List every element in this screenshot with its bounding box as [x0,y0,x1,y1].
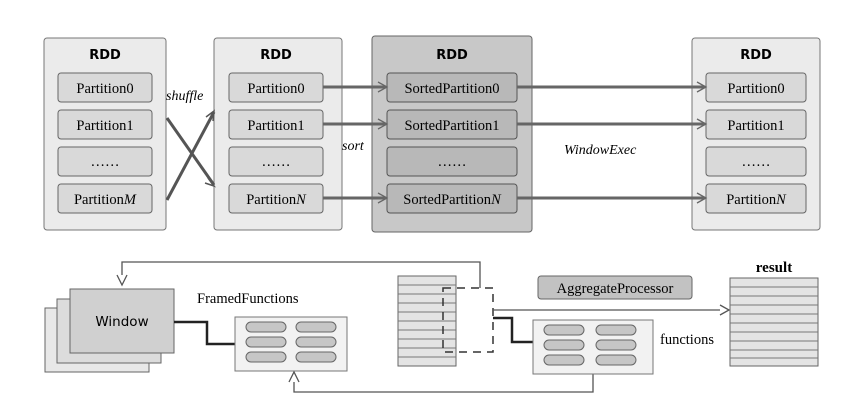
sorted-partition-ellipsis: …… [386,146,518,177]
partition-index: 0 [297,81,304,97]
svg-text:PartitionN: PartitionN [726,192,787,208]
partition-ellipsis: …… [228,146,324,177]
functions-label: functions [660,332,714,348]
partition-label: Partition [727,81,778,97]
partition-label: SortedPartition [403,192,492,208]
partition-label: Partition [76,118,127,134]
rdd-block-output: RDD Partition0 Partition1 …… PartitionN [691,37,821,231]
svg-text:SortedPartition1: SortedPartition1 [404,118,499,134]
rdd-block-shuffled: RDD Partition0 Partition1 …… PartitionN [213,37,343,231]
ellipsis-label: …… [742,154,771,170]
svg-text:Partition0: Partition0 [727,81,784,97]
partition-0: Partition0 [228,72,324,103]
partition-m: PartitionM [57,183,153,214]
framed-functions-label: FramedFunctions [197,291,299,307]
svg-text:SortedPartitionN: SortedPartitionN [403,192,502,208]
window-exec-arrows: WindowExec [517,81,708,204]
partition-label: Partition [74,192,125,208]
result-table: result [729,260,819,367]
svg-text:PartitionN: PartitionN [246,192,307,208]
partition-n: PartitionN [705,183,807,214]
result-arrow [493,304,731,316]
partition-index: N [295,192,307,208]
partition-1: Partition1 [57,109,153,140]
rdd-title: RDD [436,48,468,63]
result-label: result [756,260,792,276]
partition-index: 0 [126,81,133,97]
partition-index: N [490,192,502,208]
sort-arrows: sort [323,81,389,204]
row-buffer [397,275,457,367]
rdd-title: RDD [89,48,121,63]
partition-label: SortedPartition [404,118,493,134]
window-to-framed-connector [174,320,235,346]
sorted-partition-1: SortedPartition1 [386,109,518,140]
partition-label: Partition [76,81,127,97]
partition-index: 1 [777,118,784,134]
partition-ellipsis: …… [705,146,807,177]
svg-text:SortedPartition0: SortedPartition0 [404,81,499,97]
partition-label: Partition [246,192,297,208]
loop-arrow-top [116,261,481,288]
aggregate-processor: AggregateProcessor [537,275,693,300]
rdd-title: RDD [260,48,292,63]
partition-label: Partition [726,192,777,208]
framed-functions-box [234,316,348,372]
partition-index: 1 [492,118,499,134]
sorted-partition-0: SortedPartition0 [386,72,518,103]
partition-label: Partition [247,118,298,134]
svg-text:Partition1: Partition1 [247,118,304,134]
partition-index: 0 [492,81,499,97]
partition-label: SortedPartition [404,81,493,97]
svg-text:Partition1: Partition1 [727,118,784,134]
partition-index: 1 [126,118,133,134]
partition-n: PartitionN [228,183,324,214]
aggregate-processor-label: AggregateProcessor [557,281,674,297]
svg-text:Partition1: Partition1 [76,118,133,134]
functions-box [532,319,654,375]
partition-index: 0 [777,81,784,97]
ellipsis-label: …… [438,154,467,170]
partition-index: M [123,192,137,208]
sort-label: sort [342,139,365,154]
partition-0: Partition0 [705,72,807,103]
partition-index: 1 [297,118,304,134]
shuffle-label: shuffle [166,89,203,104]
loop-arrow-bottom [288,370,594,393]
partition-ellipsis: …… [57,146,153,177]
svg-text:Partition0: Partition0 [76,81,133,97]
rdd-title: RDD [740,48,772,63]
frame-dashed-box [442,287,494,353]
ellipsis-label: …… [262,154,291,170]
svg-text:Partition0: Partition0 [247,81,304,97]
shuffle-arrows: shuffle [165,89,217,201]
partition-0: Partition0 [57,72,153,103]
window-label: Window [95,314,148,330]
rdd-block-sorted: RDD SortedPartition0 SortedPartition1 ……… [371,35,533,233]
partition-index: N [775,192,787,208]
window-exec-label: WindowExec [564,143,637,158]
sorted-partition-n: SortedPartitionN [386,183,518,214]
partition-1: Partition1 [705,109,807,140]
rdd-block-source: RDD Partition0 Partition1 …… PartitionM [43,37,167,231]
partition-label: Partition [727,118,778,134]
partition-label: Partition [247,81,298,97]
ellipsis-label: …… [91,154,120,170]
partition-1: Partition1 [228,109,324,140]
rdd-blocks: RDD Partition0 Partition1 …… PartitionM … [43,35,821,233]
buffer-to-functions-connector [493,316,533,344]
window-stack: Window [44,288,175,373]
svg-text:PartitionM: PartitionM [74,192,137,208]
